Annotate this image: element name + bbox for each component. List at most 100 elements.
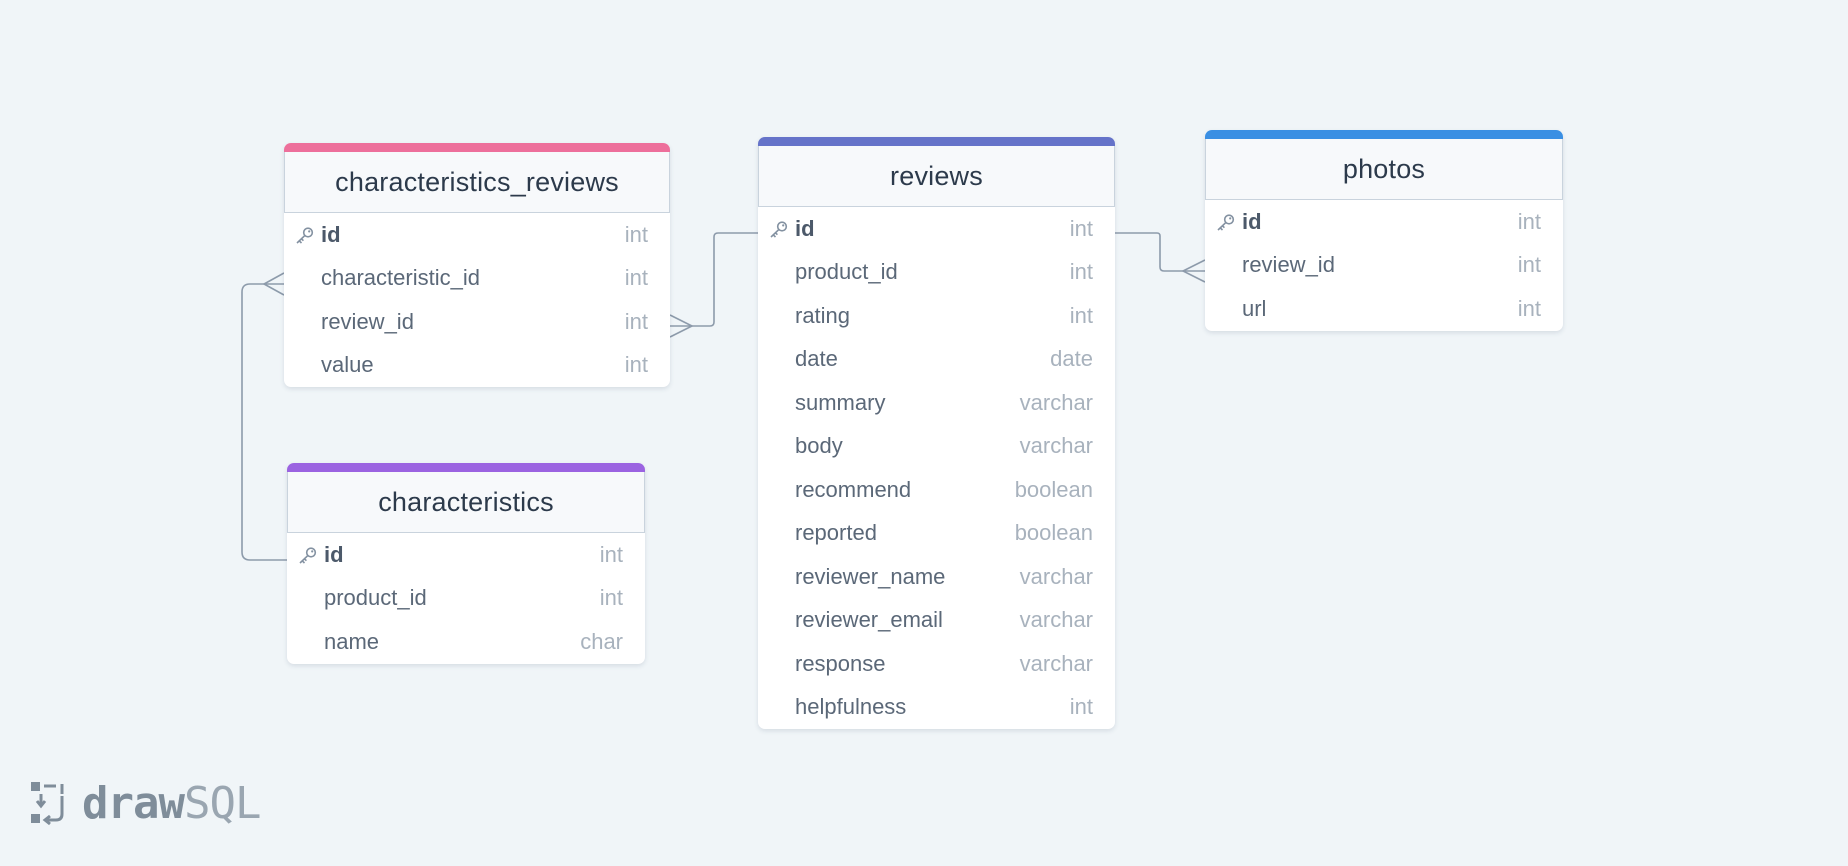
- field-name: review_id: [1242, 252, 1335, 278]
- field-row-url[interactable]: url int: [1205, 287, 1563, 331]
- field-type: int: [1517, 295, 1541, 321]
- field-type: int: [624, 308, 648, 334]
- field-row-body[interactable]: body varchar: [758, 425, 1115, 469]
- field-type: int: [1069, 215, 1093, 241]
- field-row-review-id[interactable]: review_id int: [284, 300, 670, 344]
- field-row-name[interactable]: name char: [287, 620, 645, 664]
- field-type: char: [580, 628, 623, 654]
- field-name: reviewer_name: [795, 563, 946, 589]
- field-name: reviewer_email: [795, 607, 943, 633]
- field-row-reported[interactable]: reported boolean: [758, 512, 1115, 556]
- table-title: characteristics_reviews: [335, 166, 619, 197]
- field-row-value[interactable]: value int: [284, 344, 670, 388]
- field-name: product_id: [324, 585, 427, 611]
- field-row-helpfulness[interactable]: helpfulness int: [758, 686, 1115, 730]
- field-row-product-id[interactable]: product_id int: [758, 251, 1115, 295]
- table-accent-bar: [1205, 130, 1563, 139]
- field-name: body: [795, 433, 843, 459]
- field-type: boolean: [1014, 476, 1093, 502]
- crowfoot-characteristics-reviews-characteristic-id: [262, 272, 285, 296]
- drawsql-logo-icon: [31, 782, 64, 826]
- field-name: value: [321, 352, 374, 378]
- field-type: boolean: [1014, 520, 1093, 546]
- table-title: reviews: [890, 160, 983, 191]
- table-accent-bar: [758, 137, 1115, 146]
- field-type: int: [599, 585, 623, 611]
- table-characteristics[interactable]: characteristics id int product_id int name ch…: [287, 463, 645, 664]
- field-name: date: [795, 346, 838, 372]
- primary-key-icon: [1217, 214, 1235, 231]
- field-name: product_id: [795, 259, 898, 285]
- field-type: varchar: [1019, 650, 1093, 676]
- field-type: int: [1069, 694, 1093, 720]
- field-row-review-id[interactable]: review_id int: [1205, 244, 1563, 288]
- field-row-date[interactable]: date date: [758, 338, 1115, 382]
- field-name: recommend: [795, 476, 912, 502]
- field-row-response[interactable]: response varchar: [758, 642, 1115, 686]
- field-type: int: [599, 541, 623, 567]
- table-title: characteristics: [378, 486, 554, 517]
- field-name: helpfulness: [795, 694, 907, 720]
- field-type: varchar: [1019, 433, 1093, 459]
- field-type: int: [624, 265, 648, 291]
- field-name: id: [795, 215, 815, 241]
- field-type: int: [1069, 302, 1093, 328]
- field-row-id[interactable]: id int: [284, 213, 670, 257]
- primary-key-icon: [299, 547, 317, 564]
- field-row-reviewer-email[interactable]: reviewer_email varchar: [758, 599, 1115, 643]
- relation-line-reviews-to-photos[interactable]: [1115, 232, 1205, 272]
- field-row-reviewer-name[interactable]: reviewer_name varchar: [758, 555, 1115, 599]
- crowfoot-characteristics-reviews-review-id: [669, 314, 694, 338]
- logo-wordmark-sql: SQL: [183, 777, 261, 829]
- field-type: varchar: [1019, 389, 1093, 415]
- crowfoot-photos-review-id: [1181, 259, 1206, 283]
- table-header[interactable]: characteristics: [287, 472, 645, 533]
- field-name: review_id: [321, 308, 414, 334]
- field-type: date: [1050, 346, 1093, 372]
- field-name: characteristic_id: [321, 265, 480, 291]
- field-name: name: [324, 628, 380, 654]
- field-row-product-id[interactable]: product_id int: [287, 577, 645, 621]
- field-type: varchar: [1019, 563, 1093, 589]
- field-type: int: [624, 352, 648, 378]
- field-name: id: [324, 541, 344, 567]
- field-name: response: [795, 650, 886, 676]
- field-type: int: [1517, 252, 1541, 278]
- field-row-characteristic-id[interactable]: characteristic_id int: [284, 257, 670, 301]
- table-header[interactable]: reviews: [758, 146, 1115, 207]
- relation-line-reviews-to-characteristics-reviews[interactable]: [670, 232, 758, 327]
- primary-key-icon: [770, 221, 788, 238]
- field-name: url: [1242, 295, 1267, 321]
- field-list: id int product_id int name char: [287, 533, 645, 664]
- primary-key-icon: [296, 227, 314, 244]
- field-type: int: [624, 221, 648, 247]
- field-row-summary[interactable]: summary varchar: [758, 381, 1115, 425]
- field-row-id[interactable]: id int: [758, 207, 1115, 251]
- table-header[interactable]: photos: [1205, 139, 1563, 200]
- field-name: id: [1242, 208, 1262, 234]
- table-header[interactable]: characteristics_reviews: [284, 152, 670, 213]
- field-type: varchar: [1019, 607, 1093, 633]
- field-row-id[interactable]: id int: [287, 533, 645, 577]
- field-name: rating: [795, 302, 851, 328]
- logo-wordmark-draw: draw: [82, 777, 185, 829]
- field-name: reported: [795, 520, 877, 546]
- table-accent-bar: [284, 143, 670, 152]
- field-row-id[interactable]: id int: [1205, 200, 1563, 244]
- field-name: id: [321, 221, 341, 247]
- field-type: int: [1517, 208, 1541, 234]
- table-accent-bar: [287, 463, 645, 472]
- relation-line-characteristics-to-characteristics-reviews[interactable]: [241, 283, 287, 561]
- table-title: photos: [1342, 153, 1426, 184]
- field-name: summary: [795, 389, 886, 415]
- field-row-recommend[interactable]: recommend boolean: [758, 468, 1115, 512]
- field-type: int: [1069, 259, 1093, 285]
- field-row-rating[interactable]: rating int: [758, 294, 1115, 338]
